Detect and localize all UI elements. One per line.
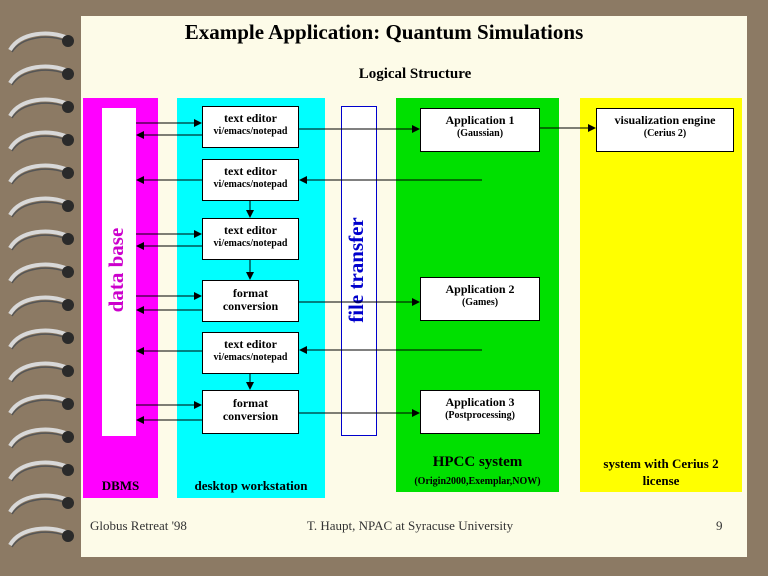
visualization-engine-box: visualization engine(Cerius 2) xyxy=(596,108,734,152)
spiral-binding-icon xyxy=(8,31,74,548)
cerius-label-line1: system with Cerius 2 xyxy=(603,456,719,471)
box-subtitle: vi/emacs/notepad xyxy=(213,238,288,249)
desktop-label: desktop workstation xyxy=(194,478,308,493)
cerius-column xyxy=(580,98,742,492)
file-transfer-panel xyxy=(341,106,377,436)
application-3-box: Application 3(Postprocessing) xyxy=(420,390,540,434)
footer-center: T. Haupt, NPAC at Syracuse University xyxy=(306,518,514,533)
box-title: Application 2 xyxy=(445,282,515,296)
box-title: format xyxy=(232,286,269,300)
dbms-label: DBMS xyxy=(101,478,140,493)
box-subtitle: vi/emacs/notepad xyxy=(213,126,288,137)
box-subtitle: (Gaussian) xyxy=(456,128,504,139)
box-title: text editor xyxy=(224,223,277,237)
box-title: Application 1 xyxy=(445,113,515,127)
box-subtitle: (Cerius 2) xyxy=(643,128,687,139)
slide-title: Example Application: Quantum Simulations xyxy=(184,20,584,44)
box-subtitle: vi/emacs/notepad xyxy=(213,352,288,363)
box-title: visualization engine xyxy=(614,113,716,127)
diagram-subtitle: Logical Structure xyxy=(358,66,472,82)
box-subtitle: conversion xyxy=(222,299,279,313)
box-title: text editor xyxy=(224,111,277,125)
page-number: 9 xyxy=(716,518,723,533)
application-1-box: Application 1(Gaussian) xyxy=(420,108,540,152)
box-subtitle: conversion xyxy=(222,409,279,423)
box-title: format xyxy=(232,396,269,410)
hpcc-sublabel: (Origin2000,Exemplar,NOW) xyxy=(414,476,541,487)
box-subtitle: (Games) xyxy=(461,297,499,308)
box-subtitle: vi/emacs/notepad xyxy=(213,179,288,190)
footer-left: Globus Retreat '98 xyxy=(90,518,187,533)
hpcc-label: HPCC system xyxy=(432,454,523,470)
data-base-panel xyxy=(102,108,136,436)
cerius-label-line2: license xyxy=(642,473,680,488)
box-title: Application 3 xyxy=(445,395,515,409)
box-subtitle: (Postprocessing) xyxy=(445,410,515,421)
box-title: text editor xyxy=(224,337,277,351)
box-title: text editor xyxy=(224,164,277,178)
application-2-box: Application 2(Games) xyxy=(420,277,540,321)
